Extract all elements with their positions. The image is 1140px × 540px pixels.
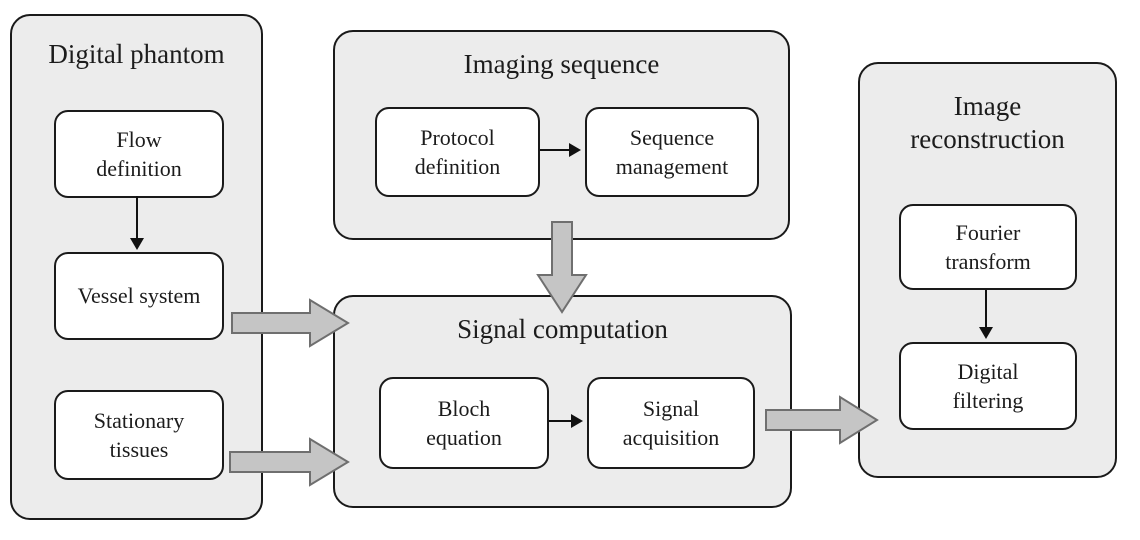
box-label-sequence-management: Sequence management — [615, 124, 729, 179]
box-stationary-tissues: Stationary tissues — [54, 390, 224, 480]
box-label-digital-filtering: Digital filtering — [952, 358, 1024, 413]
box-sequence-management: Sequence management — [585, 107, 759, 197]
box-label-stationary-tissues: Stationary tissues — [93, 407, 185, 462]
box-label-flow-definition: Flow definition — [96, 126, 182, 181]
box-bloch-equation: Bloch equation — [379, 377, 549, 469]
box-label-protocol-definition: Protocol definition — [414, 124, 501, 179]
group-title-digital-phantom: Digital phantom — [48, 39, 225, 69]
group-title-imaging-sequence: Imaging sequence — [463, 49, 660, 79]
group-signal-computation: Signal computation Bloch equation Signal… — [333, 295, 792, 508]
box-label-fourier-transform: Fourier transform — [945, 219, 1031, 274]
box-digital-filtering: Digital filtering — [899, 342, 1077, 430]
box-vessel-system: Vessel system — [54, 252, 224, 340]
box-label-signal-acquisition: Signal acquisition — [622, 395, 720, 450]
group-imaging-sequence: Imaging sequence Protocol definition Seq… — [333, 30, 790, 240]
group-image-reconstruction: Image reconstruction Fourier transform D… — [858, 62, 1117, 478]
box-signal-acquisition: Signal acquisition — [587, 377, 755, 469]
box-label-bloch-equation: Bloch equation — [426, 395, 502, 450]
group-title-signal-computation: Signal computation — [457, 314, 668, 344]
box-fourier-transform: Fourier transform — [899, 204, 1077, 290]
group-title-image-reconstruction: Image reconstruction — [910, 91, 1065, 154]
box-flow-definition: Flow definition — [54, 110, 224, 198]
box-protocol-definition: Protocol definition — [375, 107, 540, 197]
group-digital-phantom: Digital phantom Flow definition Vessel s… — [10, 14, 263, 520]
box-label-vessel-system: Vessel system — [77, 283, 201, 309]
